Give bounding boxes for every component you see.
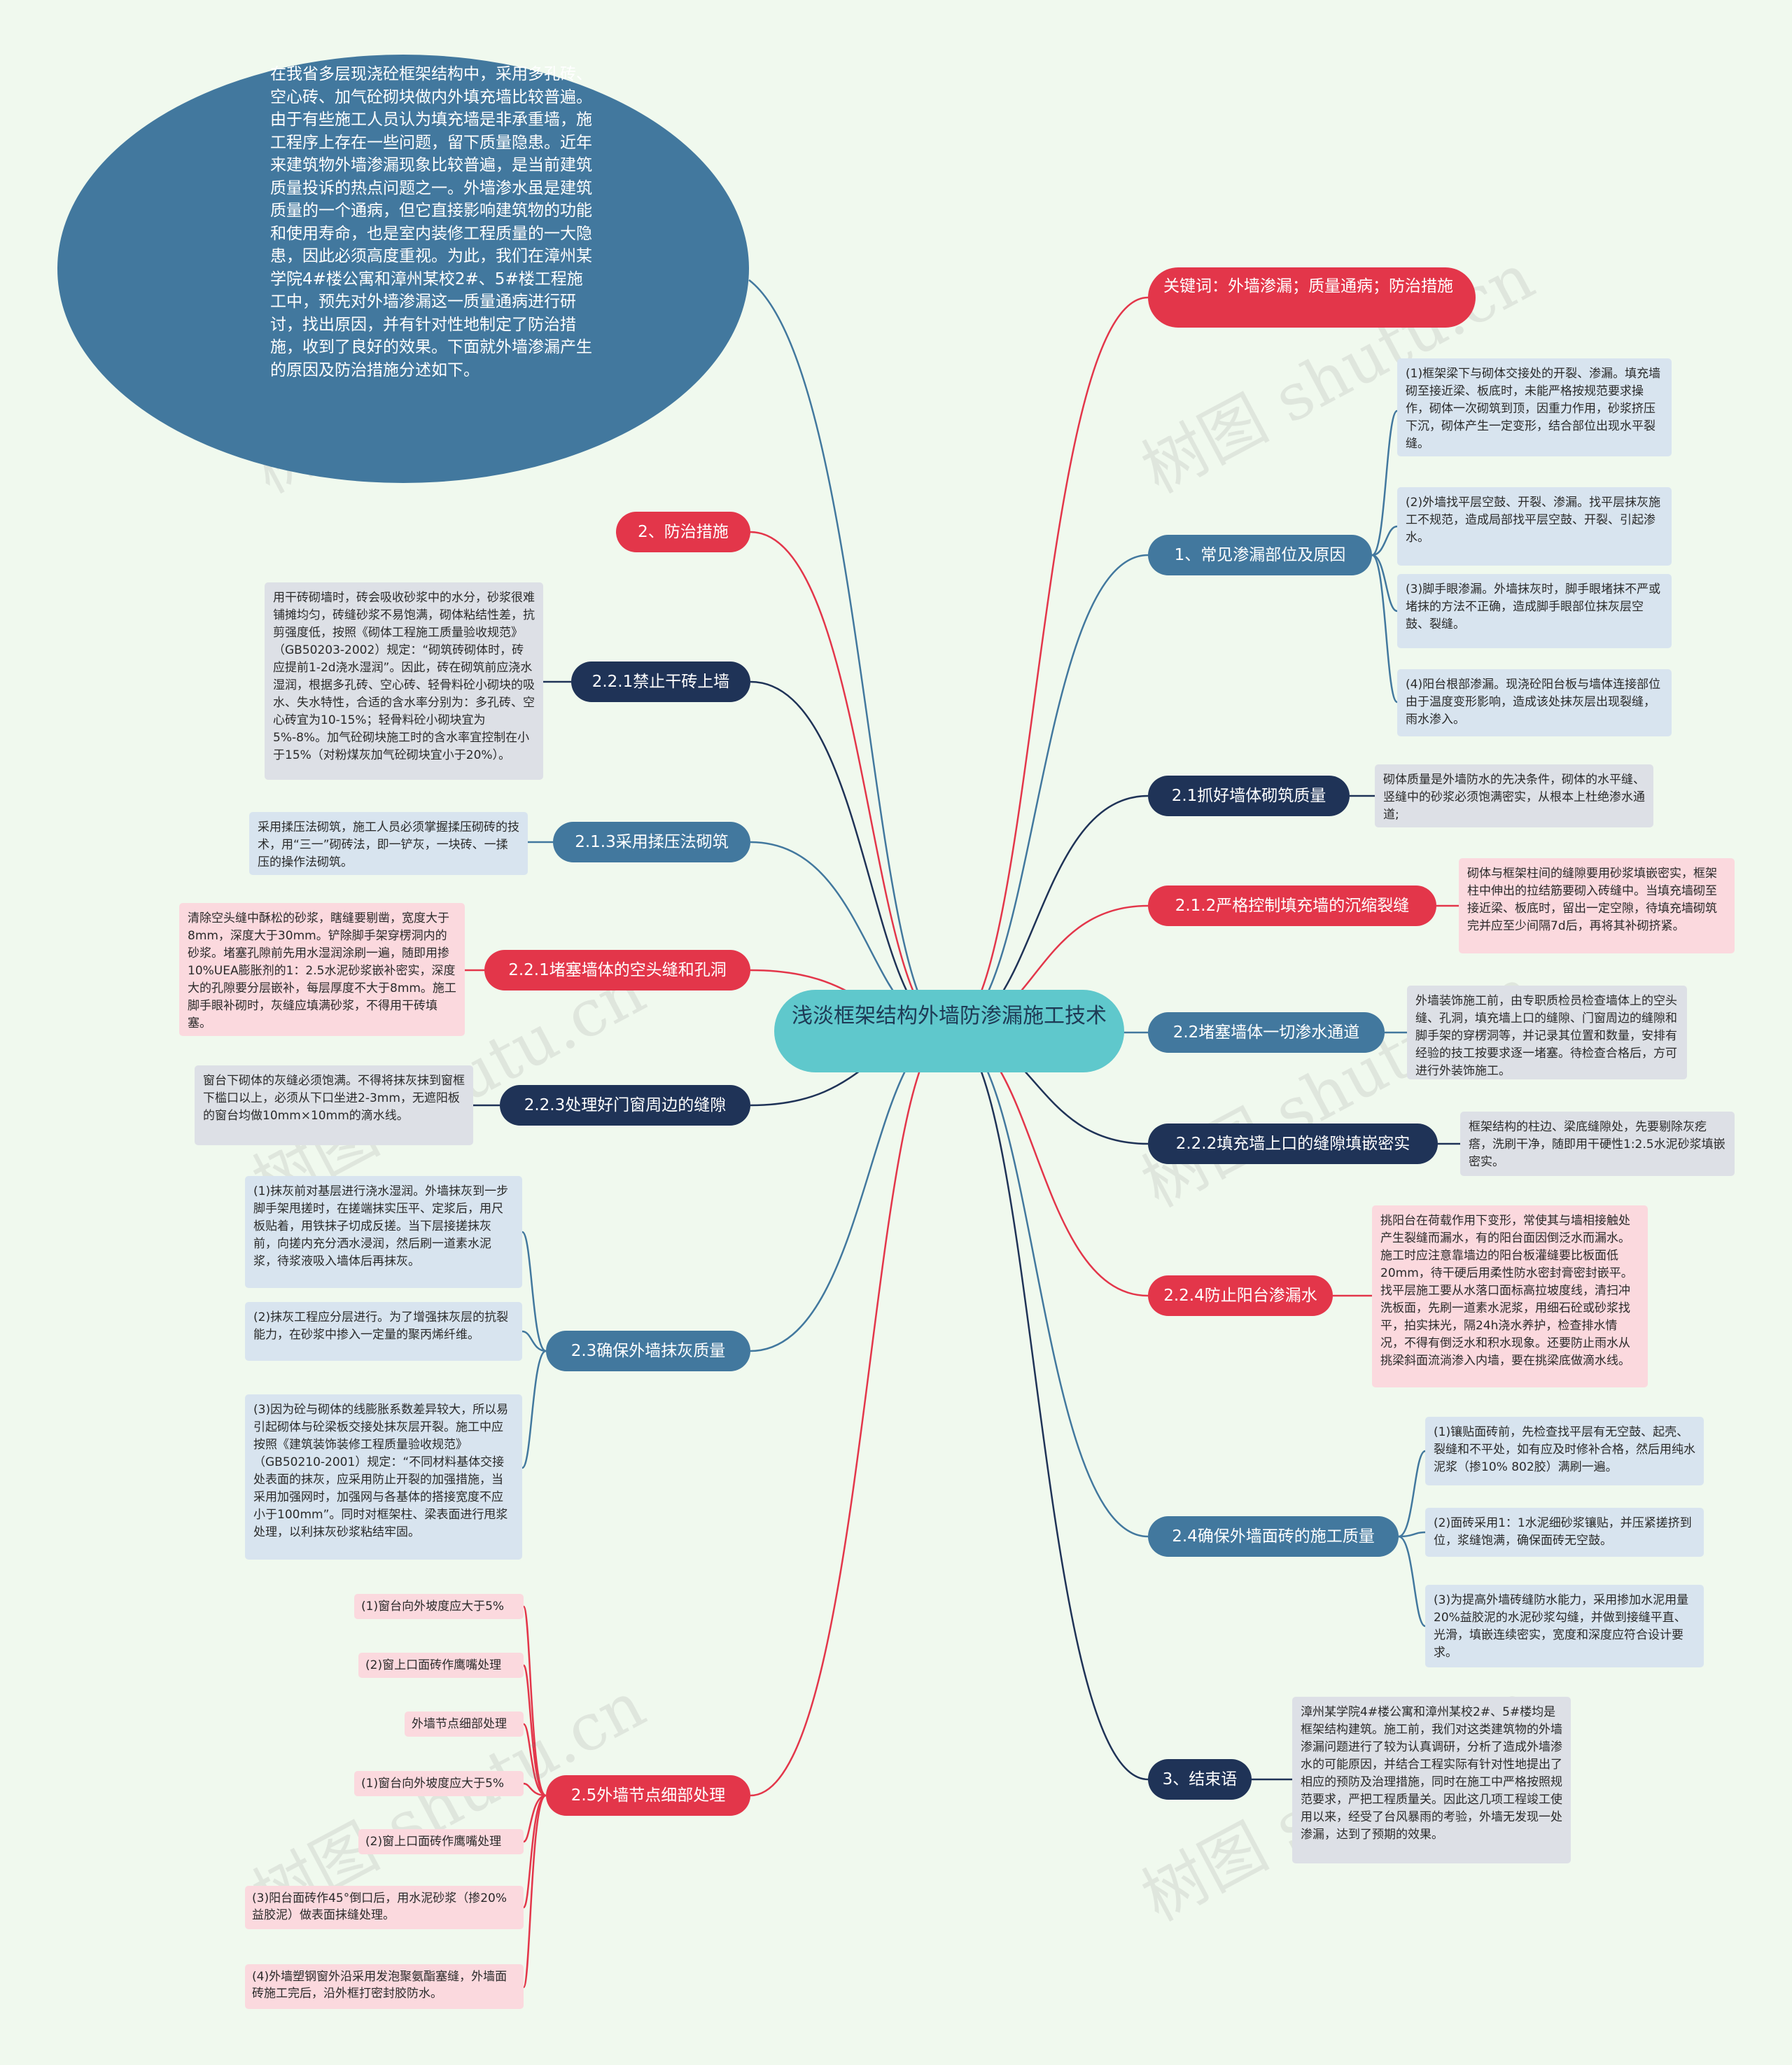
topic-plug-holes[interactable]: 2.2.1堵塞墙体的空头缝和孔洞	[484, 950, 750, 990]
note-block-seepage: 外墙装饰施工前，由专职质检员检查墙体上的空头缝、孔洞，填充墙上口的缝隙、门窗周边…	[1407, 986, 1687, 1079]
intro-bubble[interactable]: 在我省多层现浇砼框架结构中，采用多孔砖、空心砖、加气砼砌块做内外填充墙比较普遍。…	[57, 55, 749, 483]
note-plug-holes: 清除空头缝中酥松的砂浆，瞎缝要剔凿，宽度大于8mm，深度大于30mm。铲除脚手架…	[179, 903, 465, 1036]
note-window-gaps: 窗台下砌体的灰缝必须饱满。不得将抹灰抹到窗框下槛口以上，必须从下口坐进2-3mm…	[195, 1065, 473, 1145]
note-tile-3: (3)为提高外墙砖缝防水能力，采用掺加水泥用量20%益胶泥的水泥砂浆勾缝，并做到…	[1425, 1585, 1704, 1667]
link-r1	[948, 554, 1149, 1032]
topic-press-masonry[interactable]: 2.1.3采用揉压法砌筑	[553, 822, 750, 862]
topic-tile-quality[interactable]: 2.4确保外墙面砖的施工质量	[1148, 1516, 1399, 1557]
note-no-dry-bricks: 用干砖砌墙时，砖会吸收砂浆中的水分，砂浆很难铺摊均匀，砖缝砂浆不易饱满，砌体粘结…	[265, 582, 543, 780]
note-cause-3: (3)脚手眼渗漏。外墙抹灰时，脚手眼堵抹不严或堵抹的方法不正确，造成脚手眼部位抹…	[1397, 574, 1672, 648]
topic-node-details[interactable]: 2.5外墙节点细部处理	[546, 1775, 750, 1816]
note-plaster-1: (1)抹灰前对基层进行浇水湿润。外墙抹灰到一步脚手架甩搓时，在搓端抹实压平、定浆…	[245, 1176, 522, 1288]
note-masonry-quality: 砌体质量是外墙防水的先决条件，砌体的水平缝、竖缝中的砂浆必须饱满密实，从根本上杜…	[1375, 764, 1653, 827]
topic-balcony-leak[interactable]: 2.2.4防止阳台渗漏水	[1148, 1275, 1333, 1316]
note-fill-top-gaps: 框架结构的柱边、梁底缝隙处，先要剔除灰疙瘩，洗刷干净，随即用干硬性1:2.5水泥…	[1460, 1112, 1735, 1176]
link-keywords	[948, 296, 1149, 1032]
note-balcony-leak: 挑阳台在荷载作用下变形，常使其与墙相接触处产生裂缝而漏水，有的阳台面因倒泛水而漏…	[1372, 1205, 1648, 1387]
note-detail-2: (2)窗上口面砖作鹰嘴处理	[358, 1653, 524, 1678]
topic-fill-top-gaps[interactable]: 2.2.2填充墙上口的缝隙填嵌密实	[1148, 1124, 1438, 1164]
topic-masonry-quality[interactable]: 2.1抓好墙体砌筑质量	[1148, 776, 1350, 816]
note-plaster-2: (2)抹灰工程应分层进行。为了增强抹灰层的抗裂能力，在砂浆中掺入一定量的聚丙烯纤…	[245, 1302, 522, 1361]
topic-prevention[interactable]: 2、防治措施	[616, 512, 750, 552]
note-press-masonry: 采用揉压法砌筑，施工人员必须掌握揉压砌砖的技术，用“三一”砌砖法，即一铲灰，一块…	[249, 812, 528, 875]
note-detail-6: (3)阳台面砖作45°倒口后，用水泥砂浆（掺20%益胶泥）做表面抹缝处理。	[245, 1886, 524, 1929]
note-tile-1: (1)镶贴面砖前，先检查找平层有无空鼓、起壳、裂缝和不平处，如有应及时修补合格，…	[1425, 1417, 1704, 1485]
intro-text: 在我省多层现浇砼框架结构中，采用多孔砖、空心砖、加气砼砌块做内外填充墙比较普遍。…	[270, 65, 592, 379]
note-detail-7: (4)外墙塑钢窗外沿采用发泡聚氨酯塞缝，外墙面砖施工完后，沿外框打密封胶防水。	[245, 1964, 524, 2009]
note-plaster-3: (3)因为砼与砌体的线膨胀系数差异较大，所以易引起砌体与砼梁板交接处抹灰层开裂。…	[245, 1394, 522, 1560]
topic-window-gaps[interactable]: 2.2.3处理好门窗周边的缝隙	[500, 1085, 750, 1126]
note-cause-2: (2)外墙找平层空鼓、开裂、渗漏。找平层抹灰施工不规范，造成局部找平层空鼓、开裂…	[1397, 487, 1672, 566]
topic-no-dry-bricks[interactable]: 2.2.1禁止干砖上墙	[571, 662, 750, 702]
note-cause-4: (4)阳台根部渗漏。现浇砼阳台板与墙体连接部位由于温度变形影响，造成该处抹灰层出…	[1397, 669, 1672, 736]
topic-shrink-cracks[interactable]: 2.1.2严格控制填充墙的沉缩裂缝	[1148, 886, 1436, 926]
link-l2	[750, 680, 950, 1032]
link-r7	[948, 1030, 1149, 1538]
note-tile-2: (2)面砖采用1：1水泥细砂浆镶贴，并压紧搓挤到位，浆缝饱满，确保面砖无空鼓。	[1425, 1508, 1704, 1557]
note-shrink-cracks: 砌体与框架柱间的缝隙要用砂浆填嵌密实，框架柱中伸出的拉结筋要砌入砖缝中。当填充墙…	[1459, 858, 1735, 953]
note-detail-1: (1)窗台向外坡度应大于5%	[354, 1594, 524, 1619]
link-l6	[750, 1030, 950, 1352]
note-cause-1: (1)框架梁下与砌体交接处的开裂、渗漏。填充墙砌至接近梁、板底时，未能严格按规范…	[1397, 358, 1672, 456]
note-detail-3: 外墙节点细部处理	[405, 1712, 524, 1737]
link-l1	[750, 531, 950, 1032]
topic-block-seepage[interactable]: 2.2堵塞墙体一切渗水通道	[1148, 1012, 1385, 1053]
topic-plaster-quality[interactable]: 2.3确保外墙抹灰质量	[546, 1331, 750, 1371]
note-conclusion: 漳州某学院4#楼公寓和漳州某校2#、5#楼均是框架结构建筑。施工前，我们对这类建…	[1292, 1697, 1571, 1863]
link-intro	[748, 279, 950, 1032]
topic-common-leak-causes[interactable]: 1、常见渗漏部位及原因	[1148, 535, 1372, 575]
note-detail-5: (2)窗上口面砖作鹰嘴处理	[358, 1829, 524, 1854]
link-l7	[750, 1030, 950, 1797]
keywords-node[interactable]: 关键词：外墙渗漏；质量通病；防治措施	[1148, 267, 1476, 328]
link-r8	[948, 1030, 1149, 1781]
topic-conclusion[interactable]: 3、结束语	[1148, 1759, 1252, 1800]
note-detail-4: (1)窗台向外坡度应大于5%	[354, 1771, 524, 1796]
central-topic[interactable]: 浅淡框架结构外墙防渗漏施工技术	[774, 990, 1124, 1072]
